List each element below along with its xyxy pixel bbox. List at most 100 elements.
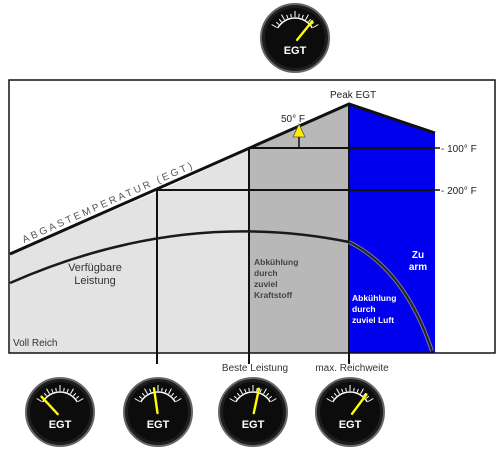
gauge-tick: [149, 388, 152, 393]
egt-gauge: EGT: [218, 377, 288, 447]
best-power-zone-area: [157, 150, 249, 353]
gauge-tick: [171, 392, 175, 397]
gauge-tick: [281, 14, 285, 21]
gauge-scale-arc: [42, 391, 78, 403]
gauge-tick: [356, 388, 359, 393]
gauge-tick: [353, 387, 355, 392]
gauge-needle: [252, 387, 261, 415]
gauge-tick: [233, 395, 238, 399]
gauge-tick: [36, 398, 43, 402]
gauge-tick: [66, 388, 69, 393]
gauge-tick: [175, 398, 182, 402]
gauge-tick: [365, 395, 370, 399]
egt-gauge: EGT: [25, 377, 95, 447]
gauge-tick: [168, 388, 172, 395]
gauge-tick: [360, 388, 364, 395]
gauge-tick: [308, 18, 312, 23]
max-range-label: max. Reichweite: [315, 363, 389, 374]
fifty-f-label: 50° F: [281, 114, 305, 125]
gauge-tick: [367, 398, 374, 402]
gauge-tick: [138, 395, 143, 399]
fuel-cooling-zone-area: [249, 104, 348, 353]
gauge-tick: [298, 13, 300, 18]
full-rich-label: Voll Reich: [13, 338, 57, 349]
peak-egt-label: Peak EGT: [330, 90, 376, 101]
gauge-tick: [236, 392, 240, 397]
gauge-tick: [301, 14, 304, 19]
gauge-tick: [326, 398, 333, 402]
gauge-tick: [305, 14, 309, 21]
gauge-tick: [43, 392, 47, 397]
gauge-tick: [259, 388, 262, 393]
egt-gauge-group: EGT EGT EGT EGT EGT: [25, 3, 385, 447]
gauge-tick: [333, 392, 337, 397]
gauge-tick: [244, 388, 247, 393]
power-curve: [9, 230, 350, 285]
air-cooling-label-line2: durch: [352, 304, 376, 314]
gauge-tick: [270, 398, 277, 402]
gauge-tick: [70, 388, 74, 395]
gauge-scale-arc: [140, 391, 176, 403]
gauge-tick: [336, 388, 340, 395]
gauge-tick: [268, 395, 273, 399]
gauge-tick: [330, 395, 335, 399]
gauge-tick: [310, 21, 315, 25]
gauge-tick: [263, 388, 267, 395]
gauge-needle: [350, 393, 368, 416]
fuel-cooling-label-line2: durch: [254, 268, 278, 278]
minus-200f-label: - 200° F: [441, 186, 477, 197]
gauge-tick: [229, 398, 236, 402]
gauge-tick: [271, 24, 278, 28]
gauge-tick: [345, 387, 347, 392]
gauge-tick: [278, 18, 282, 23]
best-power-label: Beste Leistung: [222, 363, 288, 374]
gauge-needle: [152, 387, 159, 415]
gauge-tick: [55, 387, 57, 392]
fuel-cooling-label-line1: Abkühlung: [254, 257, 298, 267]
gauge-tick: [363, 392, 367, 397]
gauge-tick: [239, 388, 243, 395]
egt-curve: [9, 102, 436, 256]
diagram-frame: [8, 79, 496, 354]
gauge-label: EGT: [339, 419, 362, 431]
gauge-scale-arc: [235, 391, 271, 403]
gauge-needle: [295, 20, 314, 42]
too-lean-label-line1: Zu: [412, 250, 424, 261]
gauge-tick: [173, 395, 178, 399]
power-curve-lean: [348, 241, 433, 352]
gauge-label: EGT: [242, 419, 265, 431]
gauge-tick: [46, 388, 50, 395]
air-cooling-label-line1: Abkühlung: [352, 293, 396, 303]
gauge-label: EGT: [284, 45, 307, 57]
lean-zone-area: [348, 104, 435, 353]
gauge-tick: [144, 388, 148, 395]
rich-zone-area: [10, 192, 157, 353]
fuel-cooling-label-line3: zuviel: [254, 279, 278, 289]
gauge-label: EGT: [147, 419, 170, 431]
gauge-tick: [341, 388, 344, 393]
minus-100f-label: - 100° F: [441, 144, 477, 155]
gauge-tick: [275, 21, 280, 25]
gauge-tick: [134, 398, 141, 402]
available-power-label-line2: Leistung: [74, 275, 116, 287]
gauge-label: EGT: [49, 419, 72, 431]
gauge-needle: [40, 395, 59, 416]
gauge-tick: [164, 388, 167, 393]
gauge-tick: [290, 13, 292, 18]
fuel-cooling-label-line4: Kraftstoff: [254, 290, 292, 300]
egt-gauge: EGT: [315, 377, 385, 447]
gauge-tick: [63, 387, 65, 392]
gauge-tick: [248, 387, 250, 392]
gauge-tick: [312, 24, 319, 28]
egt-gauge: EGT: [123, 377, 193, 447]
gauge-tick: [286, 14, 289, 19]
gauge-tick: [73, 392, 77, 397]
gauge-face: [30, 382, 90, 442]
gauge-tick: [141, 392, 145, 397]
gauge-tick: [256, 387, 258, 392]
gauge-tick: [266, 392, 270, 397]
gauge-tick: [161, 387, 163, 392]
too-lean-label-line2: arm: [409, 262, 427, 273]
gauge-tick: [77, 398, 84, 402]
